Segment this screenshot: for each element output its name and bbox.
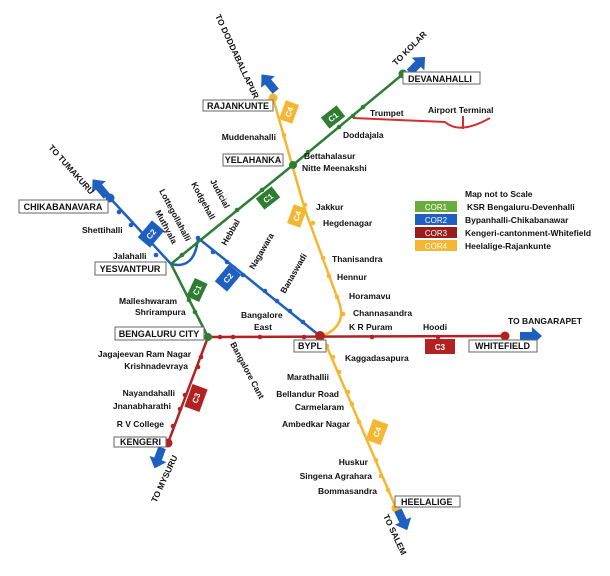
terminal-heelalige[interactable]: HEELALIGE xyxy=(394,495,461,508)
svg-text:RAJANKUNTE: RAJANKUNTE xyxy=(207,101,269,111)
badge-c2-right: C2 xyxy=(214,264,242,292)
station-label: Bettahalasur xyxy=(304,151,356,161)
svg-text:HEELALIGE: HEELALIGE xyxy=(401,497,453,507)
badge-c3-left: C3 xyxy=(184,383,208,413)
station-label: Bangalore Cant xyxy=(228,340,266,400)
terminal-kengeri[interactable]: KENGERI xyxy=(113,436,167,448)
station-label: Jnanabharathi xyxy=(113,401,171,411)
svg-text:Bypanhalli-Chikabanawar: Bypanhalli-Chikabanawar xyxy=(465,215,569,225)
badge-c4-low: C4 xyxy=(365,418,389,446)
terminal-chikabanavara[interactable]: CHIKABANAVARA xyxy=(18,199,109,214)
svg-text:C4: C4 xyxy=(283,105,295,118)
station-label: Marathallii xyxy=(287,372,329,382)
station-label: Channasandra xyxy=(353,308,412,318)
station-label: Airport Terminal xyxy=(428,105,494,115)
station-label: Nayandahalli xyxy=(123,388,175,398)
station-label: Doddajala xyxy=(343,130,384,140)
station-label: Krishnadevraya xyxy=(124,361,188,371)
station-label: Thanisandra xyxy=(332,254,383,264)
station-label: K R Puram xyxy=(349,322,393,332)
airport-branch-line xyxy=(352,117,491,129)
legend-item-cor1: COR1 KSR Bengaluru-Devenhalli xyxy=(415,201,575,212)
station-label: Huskur xyxy=(339,457,369,467)
badge-c1-mid: C1 xyxy=(255,186,281,210)
station-label: Jalahalli xyxy=(113,251,147,261)
station-label: Shettihalli xyxy=(82,225,123,235)
terminal-yesvantpur[interactable]: YESVANTPUR xyxy=(94,261,167,276)
badge-c2-left: C2 xyxy=(137,220,165,248)
station-label: Bommasandra xyxy=(318,486,377,496)
direction-doddaballapur: TO DODDABALLAPUR xyxy=(213,13,261,101)
svg-text:YELAHANKA: YELAHANKA xyxy=(225,155,282,165)
terminal-yelahanka[interactable]: YELAHANKA xyxy=(222,153,284,167)
arrow-doddaballapur-icon xyxy=(261,74,279,94)
svg-text:C1: C1 xyxy=(191,283,204,297)
svg-text:COR1: COR1 xyxy=(425,203,448,212)
legend-item-cor2: COR2 Bypanhalli-Chikabanawar xyxy=(415,214,569,225)
station-label: Hoodi xyxy=(423,322,447,332)
station-label: Hennur xyxy=(337,272,367,282)
arrow-mysuru-icon xyxy=(149,446,167,469)
svg-text:C4: C4 xyxy=(371,425,383,438)
station-label: Bangalore xyxy=(241,310,283,320)
svg-text:CHIKABANAVARA: CHIKABANAVARA xyxy=(24,202,103,212)
terminal-rajankunte[interactable]: RAJANKUNTE xyxy=(202,99,274,112)
badge-c4-top: C4 xyxy=(279,100,299,124)
station-label: Kaggadasapura xyxy=(345,353,409,363)
svg-text:KENGERI: KENGERI xyxy=(120,437,161,447)
legend: Map not to Scale COR1 KSR Bengaluru-Deven… xyxy=(415,189,591,251)
station-label: Banaswadi xyxy=(278,252,309,295)
svg-text:KSR Bengaluru-Devenhalli: KSR Bengaluru-Devenhalli xyxy=(467,202,575,212)
direction-tumakuru: TO TUMAKURU xyxy=(47,143,97,197)
svg-text:Heelalige-Rajankunte: Heelalige-Rajankunte xyxy=(465,241,551,251)
station-label: Horamavu xyxy=(349,291,391,301)
station-label: Shrirampura xyxy=(135,307,186,317)
terminal-bypl[interactable]: BYPL xyxy=(293,339,327,353)
cor2-stations xyxy=(105,193,306,325)
svg-text:C4: C4 xyxy=(291,209,303,222)
station-label: Singena Agrahara xyxy=(300,471,373,481)
arrow-tumakuru-icon xyxy=(92,179,110,199)
svg-text:WHITEFIELD: WHITEFIELD xyxy=(475,341,530,351)
badge-c4-mid: C4 xyxy=(287,204,307,228)
svg-text:COR3: COR3 xyxy=(425,229,448,238)
svg-text:COR2: COR2 xyxy=(425,216,448,225)
svg-text:C3: C3 xyxy=(190,391,202,404)
station-label: Jagajeevan Ram Nagar xyxy=(98,349,192,359)
svg-text:COR4: COR4 xyxy=(425,242,448,251)
svg-text:BYPL: BYPL xyxy=(298,341,323,351)
badge-c3-right: C3 xyxy=(425,339,455,354)
terminal-bengaluru-city[interactable]: BENGALURU CITY xyxy=(114,326,205,341)
cor4-stations xyxy=(268,93,401,513)
badge-c1-top: C1 xyxy=(320,105,346,129)
station-label: Nagawara xyxy=(247,231,276,271)
legend-item-cor3: COR3 Kengeri-cantonment-Whitefield xyxy=(415,227,591,238)
svg-text:C3: C3 xyxy=(435,343,446,352)
arrow-kolar-icon xyxy=(406,56,426,76)
station-label: Carmelaram xyxy=(295,402,345,412)
svg-text:DEVANAHALLI: DEVANAHALLI xyxy=(408,74,472,84)
arrow-salem-icon xyxy=(394,508,412,531)
station-label: East xyxy=(254,322,272,332)
station-label: Ambedkar Nagar xyxy=(282,419,351,429)
terminal-devanahalli[interactable]: DEVANAHALLI xyxy=(402,71,481,85)
badge-c1-low: C1 xyxy=(186,277,208,303)
terminal-whitefield[interactable]: WHITEFIELD xyxy=(468,339,538,353)
station-label: Trumpet xyxy=(370,108,404,118)
station-label: R V College xyxy=(117,419,165,429)
direction-bangarapet: TO BANGARAPET xyxy=(508,316,583,326)
station-label: Bellandur Road xyxy=(276,389,339,399)
svg-text:YESVANTPUR: YESVANTPUR xyxy=(100,264,161,274)
svg-text:Kengeri-cantonment-Whitefield: Kengeri-cantonment-Whitefield xyxy=(465,228,591,238)
station-label: Muddenahalli xyxy=(222,132,276,142)
legend-item-cor4: COR4 Heelalige-Rajankunte xyxy=(415,240,551,251)
station-label: Hegdenagar xyxy=(323,218,373,228)
svg-text:BENGALURU CITY: BENGALURU CITY xyxy=(119,329,200,339)
legend-note: Map not to Scale xyxy=(465,189,533,199)
station-label: Nitte Meenakshi xyxy=(302,163,367,173)
station-label: Malleshwaram xyxy=(119,296,178,306)
station-label: Jakkur xyxy=(316,202,344,212)
